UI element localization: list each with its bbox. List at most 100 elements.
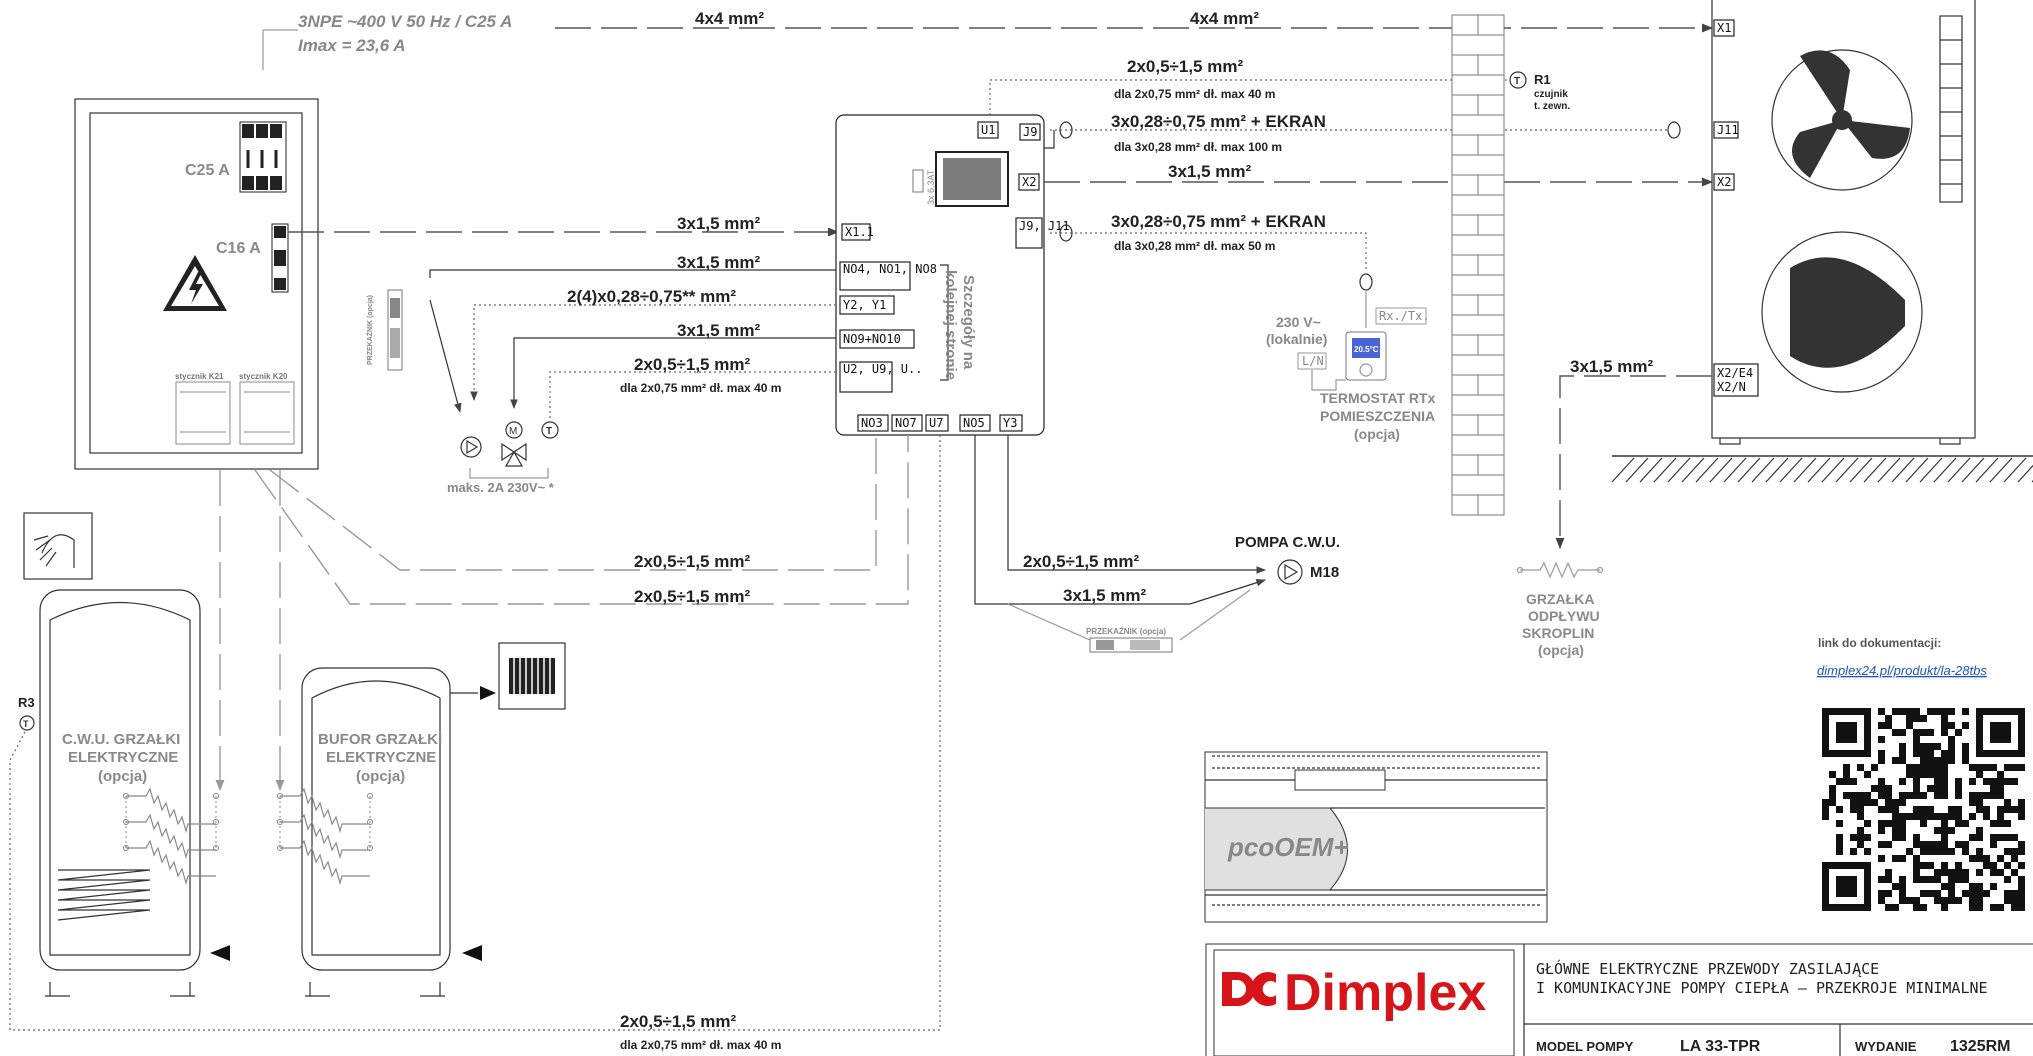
unit-term-j11: [1713, 121, 1739, 139]
group-u-text: U2, U9, U..: [843, 362, 922, 376]
title-block: [1205, 943, 2033, 1056]
term-u1: [977, 121, 999, 139]
radiator-icon: [498, 642, 566, 710]
thermostat-name-3: (opcja): [1354, 426, 1400, 442]
actuator-bracket: [469, 468, 549, 479]
cond-heater-3: SKROPLIN: [1522, 625, 1594, 641]
term-x11-text: X1.1: [845, 225, 874, 239]
doc-link[interactable]: dimplex24.pl/produkt/la-28tbs: [1817, 663, 1987, 678]
pco-controller-image: [1204, 751, 1548, 923]
term-no3-text: NO3: [861, 416, 883, 430]
cable-note-bottom: dla 2x0,75 mm² dł. max 40 m: [620, 1038, 781, 1052]
cable-label-no9: 3x1,5 mm²: [677, 321, 760, 340]
cable-note-comm-j9: dla 3x0,28 mm² dł. max 100 m: [1114, 140, 1282, 154]
cable-label-sensor: 2x0,5÷1,5 mm²: [1127, 57, 1243, 76]
cable-note-sensor: dla 2x0,75 mm² dł. max 40 m: [1114, 87, 1275, 101]
term-j9-text: J9: [1023, 125, 1037, 139]
dimplex-logo: [1222, 971, 1276, 1006]
tank-buffer-1: BUFOR GRZAŁKI: [318, 731, 442, 748]
no9-line: [510, 337, 836, 409]
term-no3: [857, 414, 889, 432]
j9-lead: [1044, 130, 1055, 149]
unit-term-x2: [1713, 173, 1735, 191]
tank-cwu-2: ELEKTRYCZNE: [68, 749, 178, 766]
pump-line-b: [974, 435, 1266, 605]
cable-label-no: 3x1,5 mm²: [677, 253, 760, 272]
cable-label-x11: 3x1,5 mm²: [677, 214, 760, 233]
cable-shield-icon-th: [1359, 273, 1373, 291]
ground-hatch: [1611, 455, 2033, 483]
term-j9: [1019, 123, 1041, 141]
term-y3-text: Y3: [1003, 416, 1017, 430]
unit-term-j11-text: J11: [1717, 123, 1739, 137]
group-no-text: NO4, NO1, NO8: [843, 262, 937, 276]
tank-buffer-3: (opcja): [356, 768, 405, 785]
max-load-note: maks. 2A 230V~ *: [447, 480, 555, 495]
cond-heater-1: GRZAŁKA: [1526, 591, 1594, 607]
thermostat-supply-2: (lokalnie): [1266, 331, 1327, 347]
sensor-r1-line2: t. zewn.: [1534, 101, 1570, 112]
term-no7-text: NO7: [895, 416, 917, 430]
cable-label-x2e4: 3x1,5 mm²: [1570, 357, 1653, 376]
cable-label-comm-j9: 3x0,28÷0,75 mm² + EKRAN: [1111, 112, 1326, 131]
term-x2: [1018, 173, 1040, 191]
controller-box: [835, 114, 1045, 436]
cable-label-x2: 3x1,5 mm²: [1168, 162, 1251, 181]
unit-term-x1: [1713, 19, 1735, 37]
term-no5: [959, 414, 991, 432]
thermostat-rxtx: Rx./Tx.: [1379, 309, 1430, 323]
title-line-1: GŁÓWNE ELEKTRYCZNE PRZEWODY ZASILAJĄCE: [1536, 959, 1879, 978]
relay-to-pump-line: [429, 299, 462, 413]
pco-label: pcoOEM+: [1227, 832, 1349, 862]
electrical-cabinet: [74, 98, 319, 470]
cable-label-pump-b: 3x1,5 mm²: [1063, 586, 1146, 605]
heater-line-a: [269, 435, 877, 571]
sensor-r1-id: R1: [1534, 72, 1551, 87]
tank-cwu-3: (opcja): [98, 768, 147, 785]
svg-text:M: M: [509, 426, 517, 437]
sensor-r3-line: [9, 435, 941, 1031]
cable-label-bottom: 2x0,5÷1,5 mm²: [620, 1012, 736, 1031]
cable-shield-icon: [1059, 121, 1073, 139]
term-j9j11: [1015, 217, 1043, 249]
term-y3: [999, 414, 1023, 432]
group-u: [839, 361, 893, 393]
cable-label-pump-a: 2x0,5÷1,5 mm²: [1023, 552, 1139, 571]
unit-term-x2e4: [1713, 363, 1759, 397]
brand-name: Dimplex: [1284, 964, 1486, 1022]
thermostat-name-1: TERMOSTAT RTx: [1320, 390, 1436, 406]
pump-line-a: [1007, 435, 1266, 574]
svg-text:T: T: [23, 719, 29, 729]
tank-cwu: [39, 589, 230, 997]
condensate-heater-icon: [1520, 561, 1600, 579]
contactor-k20-label: stycznik K20: [239, 372, 288, 381]
building-wall: [1451, 14, 1505, 516]
issue-label: WYDANIE: [1855, 1039, 1917, 1054]
relay-left-label: PRZEKAŹNIK (opcja): [365, 295, 374, 365]
heater-line-b: [254, 435, 909, 605]
cond-heater-4: (opcja): [1538, 642, 1584, 658]
term-u1-text: U1: [981, 123, 995, 137]
issue-value: 1325RM: [1950, 1038, 2010, 1055]
tank-buffer-2: ELEKTRYCZNE: [326, 749, 436, 766]
relay-bottom-leads: [1007, 589, 1251, 641]
unit-term-x2-text: X2: [1717, 175, 1731, 189]
svg-text:T: T: [1514, 76, 1520, 87]
controller-note-1: Szczegóły na: [960, 275, 977, 370]
thermostat-rxtx-box: [1375, 307, 1427, 325]
supply-lead: [262, 29, 298, 70]
doc-link-label: link do dokumentacji:: [1818, 636, 1941, 650]
heaters-cwu: [123, 787, 219, 886]
thermostat-name-2: POMIESZCZENIA: [1320, 408, 1435, 424]
group-y-text: Y2, Y1: [843, 298, 886, 312]
sensor-r1-line1: czujnik: [1534, 89, 1568, 100]
cable-shield-icon-j11: [1059, 224, 1073, 242]
qr-code: [1816, 702, 2031, 917]
term-u7-text: U7: [929, 416, 943, 430]
group-y: [839, 295, 895, 315]
thermostat-power-lead: [1311, 370, 1346, 391]
cable-label-y: 2(4)x0,28÷0,75** mm²: [567, 287, 736, 306]
breaker-c16-label: C16 A: [216, 240, 261, 257]
cable-label-heater-a: 2x0,5÷1,5 mm²: [634, 552, 750, 571]
